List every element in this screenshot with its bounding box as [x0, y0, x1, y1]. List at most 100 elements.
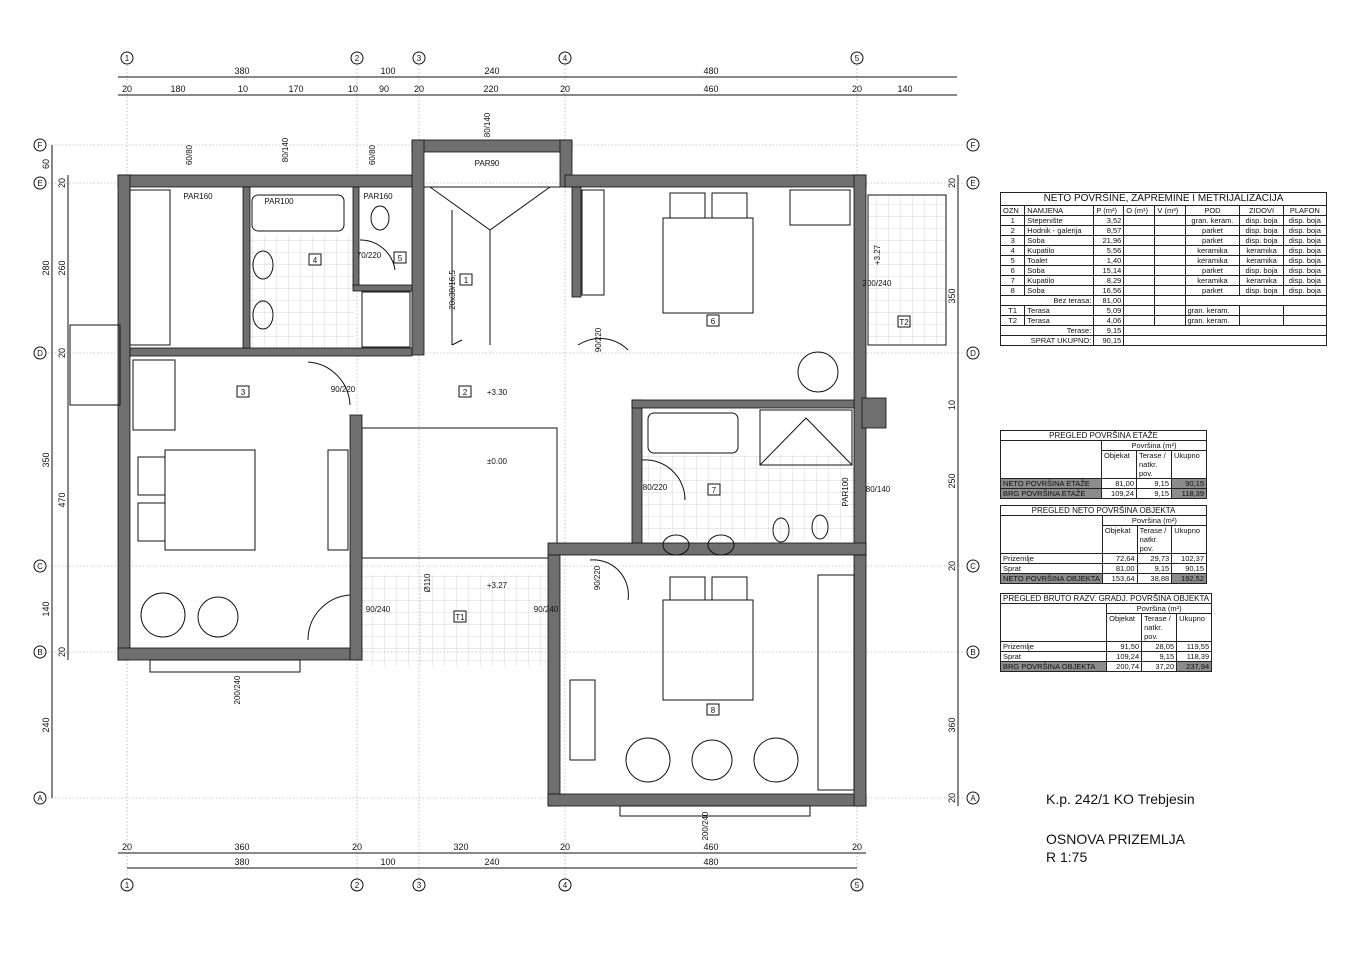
table-cell: keramika: [1184, 275, 1241, 286]
grid-label: 2: [355, 881, 360, 890]
dimension-label: 320: [453, 842, 468, 852]
grid-label: 3: [417, 54, 422, 63]
wall: [853, 174, 867, 556]
annotation-par90: PAR90: [475, 159, 500, 168]
table-cell: disp. boja: [1282, 245, 1328, 256]
table-cell: [1154, 315, 1186, 326]
table-cell: disp. boja: [1282, 265, 1328, 276]
table-title: NETO POVRŠINE, ZAPREMINE I METRIJALIZACI…: [1000, 192, 1327, 206]
table-cell: Kupatilo: [1024, 275, 1095, 286]
annotation-par160-a: PAR160: [183, 192, 213, 201]
table-cell: 2: [999, 225, 1026, 236]
annotation-par100-b: PAR100: [841, 477, 850, 507]
grid-bubble: [412, 51, 426, 65]
table-cell: disp. boja: [1239, 225, 1284, 236]
table-cell: Soba: [1024, 285, 1095, 296]
table-cell: disp. boja: [1239, 265, 1284, 276]
table-cell: 237,94: [1176, 661, 1213, 672]
table-cell: 4: [999, 245, 1026, 256]
desk: [132, 359, 176, 431]
annotation-win-top1: 60/80: [185, 144, 194, 165]
room-tag: [706, 314, 720, 327]
dimension-label: 240: [484, 857, 499, 867]
furniture: [69, 186, 855, 817]
armchair-icon: [797, 351, 839, 393]
dimension-label: 380: [234, 857, 249, 867]
grid-bubble: [412, 878, 426, 892]
wall: [242, 186, 251, 349]
table-cell: [1000, 440, 1102, 479]
grid-label: A: [970, 794, 976, 803]
annotation-door-6: 90/220: [594, 327, 603, 352]
table-cell: gran. keram.: [1184, 215, 1241, 226]
armchair-icon: [625, 737, 671, 783]
table-cell: 3: [999, 235, 1026, 246]
pillow: [711, 576, 748, 601]
dimension-label: 20: [852, 842, 862, 852]
room-number: 5: [398, 254, 403, 263]
dimension-label: 10: [238, 84, 248, 94]
table-cell: [1123, 335, 1327, 346]
room-number: 3: [241, 388, 246, 397]
sink-icon: [707, 534, 735, 556]
grid-label: C: [970, 562, 976, 571]
annotation-win-top3: 60/80: [368, 144, 377, 165]
title-row: PREGLED NETO POVRŠINA OBJEKTA: [1000, 505, 1207, 516]
table-cell: disp. boja: [1282, 215, 1328, 226]
table-cell: 118,39: [1171, 488, 1207, 499]
table-cell: 38,88: [1136, 573, 1173, 584]
table-cell: [999, 603, 1108, 642]
grid-bubble: [850, 878, 864, 892]
header-row: Površina (m²): [1000, 440, 1207, 479]
shower: [759, 409, 853, 466]
window-sill: [619, 805, 811, 817]
dimension-lines: [51, 76, 959, 869]
room-number: 2: [463, 388, 468, 397]
dimension-label: 180: [170, 84, 185, 94]
grid-label: 5: [855, 881, 860, 890]
table-title: PREGLED BRUTO RAZV. GRADJ. POVRŠINA OBJE…: [999, 593, 1213, 604]
wall: [571, 186, 582, 298]
table-cell: [1282, 315, 1328, 326]
title-row: PREGLED POVRŠINA ETAŽE: [1000, 430, 1207, 441]
table-cell: keramika: [1184, 255, 1241, 266]
grid-bubble: [33, 791, 47, 805]
table-cell: Soba: [1024, 235, 1095, 246]
column-header: POD: [1184, 205, 1241, 216]
wall: [349, 414, 363, 661]
grid-bubble: [120, 51, 134, 65]
column-header: Ukupno: [1171, 525, 1207, 554]
column-header: Ukupno: [1171, 450, 1207, 479]
table-cell: 16,56: [1093, 285, 1125, 296]
table-cell: gran. keram.: [1184, 305, 1241, 316]
table-cell: 5,56: [1093, 245, 1125, 256]
table-cell: keramika: [1239, 275, 1284, 286]
table-cell: [1154, 235, 1186, 246]
table-cell: 29,73: [1136, 553, 1173, 564]
room-tag: [236, 385, 250, 398]
room-number: 6: [711, 317, 716, 326]
table-cell: 9,15: [1136, 563, 1173, 574]
dimension-label: 240: [41, 717, 51, 732]
wall: [547, 542, 867, 556]
dimension-label: 140: [41, 601, 51, 616]
subtotal-label: Bez terasa:: [999, 295, 1095, 306]
table-cell: 90,15: [1171, 563, 1207, 574]
table-icon: [197, 596, 239, 638]
table-cell: [1123, 235, 1156, 246]
pillow: [137, 502, 166, 542]
table-cell: 21,96: [1093, 235, 1125, 246]
grid-bubble: [850, 51, 864, 65]
table-cell: 8,57: [1093, 225, 1125, 236]
grid-label: A: [37, 794, 43, 803]
grid-bubble: [33, 176, 47, 190]
row-label: Sprat: [999, 651, 1108, 662]
table-cell: 8: [999, 285, 1026, 296]
